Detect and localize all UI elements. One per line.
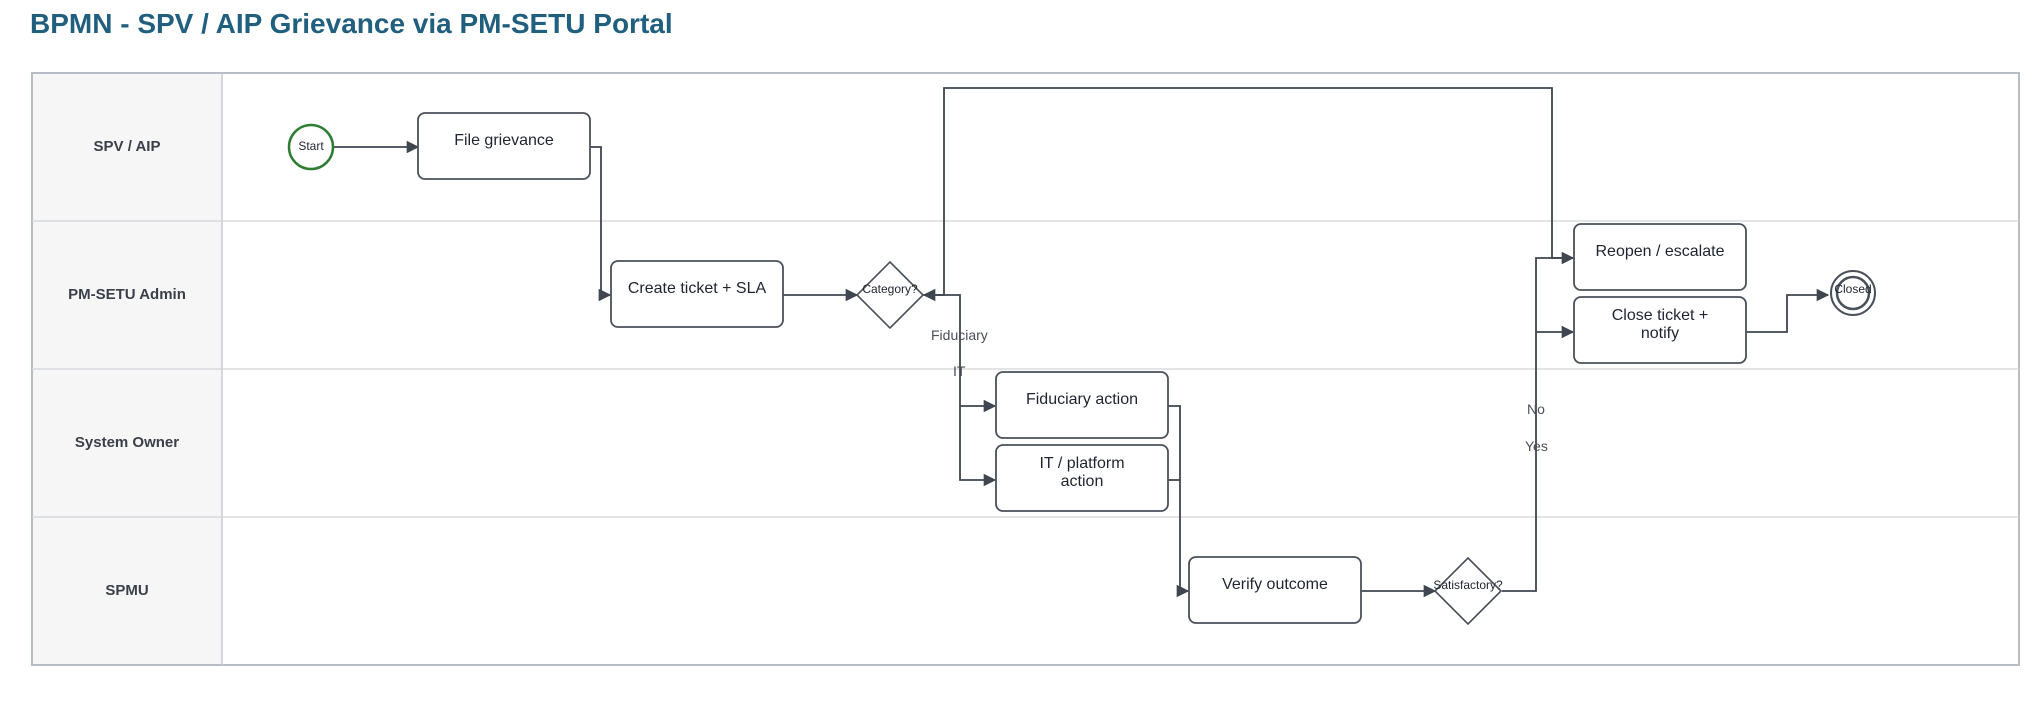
end-event-closed-label: Closed (1834, 282, 1871, 296)
pool (31, 72, 2020, 666)
gateway-satisfactory-label: Satisfactory? (1433, 578, 1503, 592)
edge-label-no: No (1527, 401, 1545, 417)
gateway-category-label: Category? (862, 282, 918, 296)
task-create-ticket-label: Create ticket + SLA (628, 280, 767, 297)
edge-file-to-create (590, 146, 612, 302)
lane-label-spv-aip: SPV / AIP (94, 138, 161, 155)
task-close-ticket[interactable]: Close ticket + notify (1573, 296, 1747, 364)
lane-label-system-owner: System Owner (75, 434, 179, 451)
task-verify-outcome-label: Verify outcome (1222, 576, 1328, 593)
task-close-ticket-label-line2: notify (1641, 325, 1679, 342)
task-file-grievance[interactable]: File grievance (417, 112, 591, 180)
task-reopen-escalate-label: Reopen / escalate (1596, 243, 1725, 260)
task-it-platform-action[interactable]: IT / platform action (995, 444, 1169, 512)
edge-reopen-loop-to-category (922, 87, 1573, 302)
task-it-platform-action-label-line1: IT / platform (1039, 455, 1124, 472)
task-fiduciary-action-label: Fiduciary action (1026, 391, 1138, 408)
lane-label-pm-setu-admin: PM-SETU Admin (68, 286, 186, 303)
task-create-ticket[interactable]: Create ticket + SLA (610, 260, 784, 328)
end-event-closed[interactable]: Closed (1830, 270, 1876, 316)
edge-category-to-it (959, 406, 997, 487)
diagram-title: BPMN - SPV / AIP Grievance via PM-SETU P… (30, 8, 673, 39)
gateway-satisfactory[interactable]: Satisfactory? (1433, 556, 1503, 626)
edge-fiduciary-to-verify (1168, 405, 1190, 598)
task-file-grievance-label: File grievance (454, 132, 554, 149)
task-it-platform-action-label-line2: action (1061, 473, 1104, 490)
task-fiduciary-action[interactable]: Fiduciary action (995, 371, 1169, 439)
edge-close-to-closed (1746, 288, 1830, 333)
edge-label-it: IT (953, 363, 966, 379)
task-close-ticket-label-line1: Close ticket + (1612, 307, 1708, 324)
start-event[interactable]: Start (287, 123, 335, 171)
start-event-label: Start (298, 139, 324, 153)
edge-label-yes: Yes (1525, 438, 1548, 454)
task-verify-outcome[interactable]: Verify outcome (1188, 556, 1362, 624)
edge-label-fiduciary: Fiduciary (931, 327, 988, 343)
task-reopen-escalate[interactable]: Reopen / escalate (1573, 223, 1747, 291)
lane-label-spmu: SPMU (105, 582, 148, 599)
gateway-category[interactable]: Category? (855, 260, 925, 330)
edges (334, 87, 1830, 598)
